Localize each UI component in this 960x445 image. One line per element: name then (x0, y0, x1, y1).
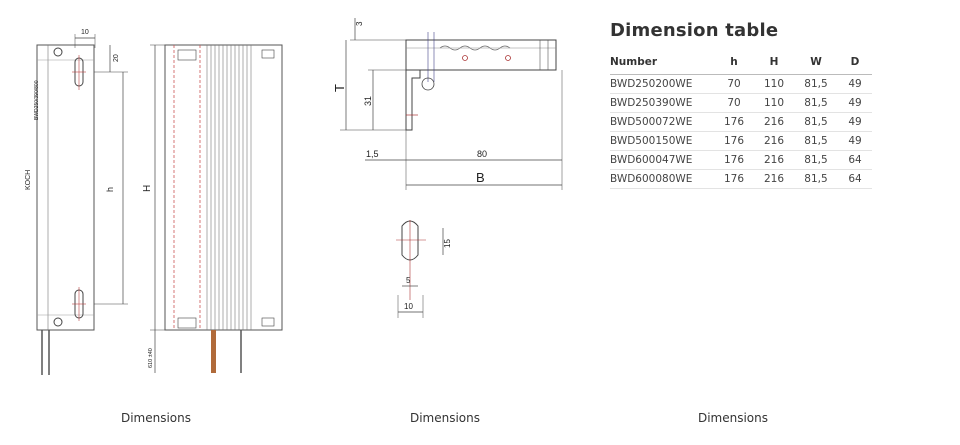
caption-dimensions-2: Dimensions (409, 411, 481, 425)
cell-D: 49 (838, 112, 872, 132)
cell-W: 81,5 (794, 131, 838, 151)
table-row: BWD500072WE 176 216 81,5 49 (610, 112, 872, 132)
profile-outline (405, 39, 557, 71)
cell-D: 64 (838, 169, 872, 189)
dim-3-label: 3 (355, 21, 364, 26)
dim-slot-w-label: 5 (406, 276, 411, 285)
col-number: Number (610, 56, 714, 75)
table-row: BWD250390WE 70 110 81,5 49 (610, 93, 872, 113)
cell-D: 49 (838, 74, 872, 94)
table-title: Dimension table (610, 20, 779, 41)
part-label: BWD250/390/800 (34, 80, 40, 120)
slot-detail (401, 220, 419, 261)
cell-number: BWD500150WE (610, 131, 714, 151)
resistor-front-svg: KOCH BWD250/390/800 10 20 h (25, 29, 283, 375)
table-row: BWD250200WE 70 110 81,5 49 (610, 74, 872, 94)
dim-H-label: H (142, 185, 153, 192)
dim-T-label: T (332, 84, 347, 92)
cell-number: BWD600080WE (610, 169, 714, 189)
cooling-fins (206, 45, 252, 330)
dim-slot-h-label: 15 (443, 239, 452, 248)
cell-number: BWD250390WE (610, 93, 714, 113)
cell-W: 81,5 (794, 169, 838, 189)
dim-31-label: 31 (363, 96, 373, 106)
cell-W: 81,5 (794, 74, 838, 94)
cell-W: 81,5 (794, 93, 838, 113)
resistor-side-outline (164, 44, 283, 331)
dimension-table-panel: Dimension table Number h H W D BWD250200… (600, 0, 960, 400)
dimension-table: Number h H W D BWD250200WE 70 110 81,5 4… (610, 56, 872, 189)
cell-D: 64 (838, 150, 872, 170)
table-row: BWD600080WE 176 216 81,5 64 (610, 169, 872, 189)
dim-slot-total-label: 10 (404, 302, 413, 311)
dim-B-label: B (476, 170, 485, 185)
brand-label: KOCH (25, 170, 32, 190)
cell-number: BWD250200WE (610, 74, 714, 94)
table-row: BWD500150WE 176 216 81,5 49 (610, 131, 872, 151)
lead-wire-copper (211, 330, 216, 373)
cross-section-svg: 3 T 31 1,5 80 B 15 5 10 (332, 18, 563, 318)
col-D: D (838, 56, 872, 75)
col-h: h (714, 56, 754, 75)
caption-dimensions-1: Dimensions (120, 411, 192, 425)
table-header-row: Number h H W D (610, 56, 872, 75)
mounting-bracket (405, 69, 421, 131)
cell-h: 176 (714, 112, 754, 132)
cell-H: 110 (754, 93, 794, 113)
front-view-drawing: KOCH BWD250/390/800 10 20 h (0, 0, 310, 400)
cell-H: 216 (754, 169, 794, 189)
cell-D: 49 (838, 131, 872, 151)
cell-W: 81,5 (794, 112, 838, 132)
cell-H: 216 (754, 131, 794, 151)
dim-80-label: 80 (477, 149, 487, 159)
cell-W: 81,5 (794, 150, 838, 170)
cell-h: 176 (714, 131, 754, 151)
table-row: BWD600047WE 176 216 81,5 64 (610, 150, 872, 170)
cell-H: 216 (754, 150, 794, 170)
caption-dimensions-3: Dimensions (697, 411, 769, 425)
cell-h: 70 (714, 93, 754, 113)
cell-H: 110 (754, 74, 794, 94)
cell-h: 176 (714, 150, 754, 170)
dim-1-5-label: 1,5 (366, 149, 379, 159)
cell-number: BWD600047WE (610, 150, 714, 170)
dim-top-label: 10 (81, 29, 89, 36)
cell-h: 176 (714, 169, 754, 189)
cell-D: 49 (838, 93, 872, 113)
dim-slot-label: 20 (113, 54, 120, 62)
dim-h-label: h (105, 187, 115, 192)
cell-number: BWD500072WE (610, 112, 714, 132)
cross-section-drawing: 3 T 31 1,5 80 B 15 5 10 (310, 0, 600, 400)
resistor-body-outline (36, 44, 95, 331)
col-W: W (794, 56, 838, 75)
cell-h: 70 (714, 74, 754, 94)
col-H: H (754, 56, 794, 75)
cell-H: 216 (754, 112, 794, 132)
dim-lead-label: 610 ±40 (148, 348, 154, 368)
